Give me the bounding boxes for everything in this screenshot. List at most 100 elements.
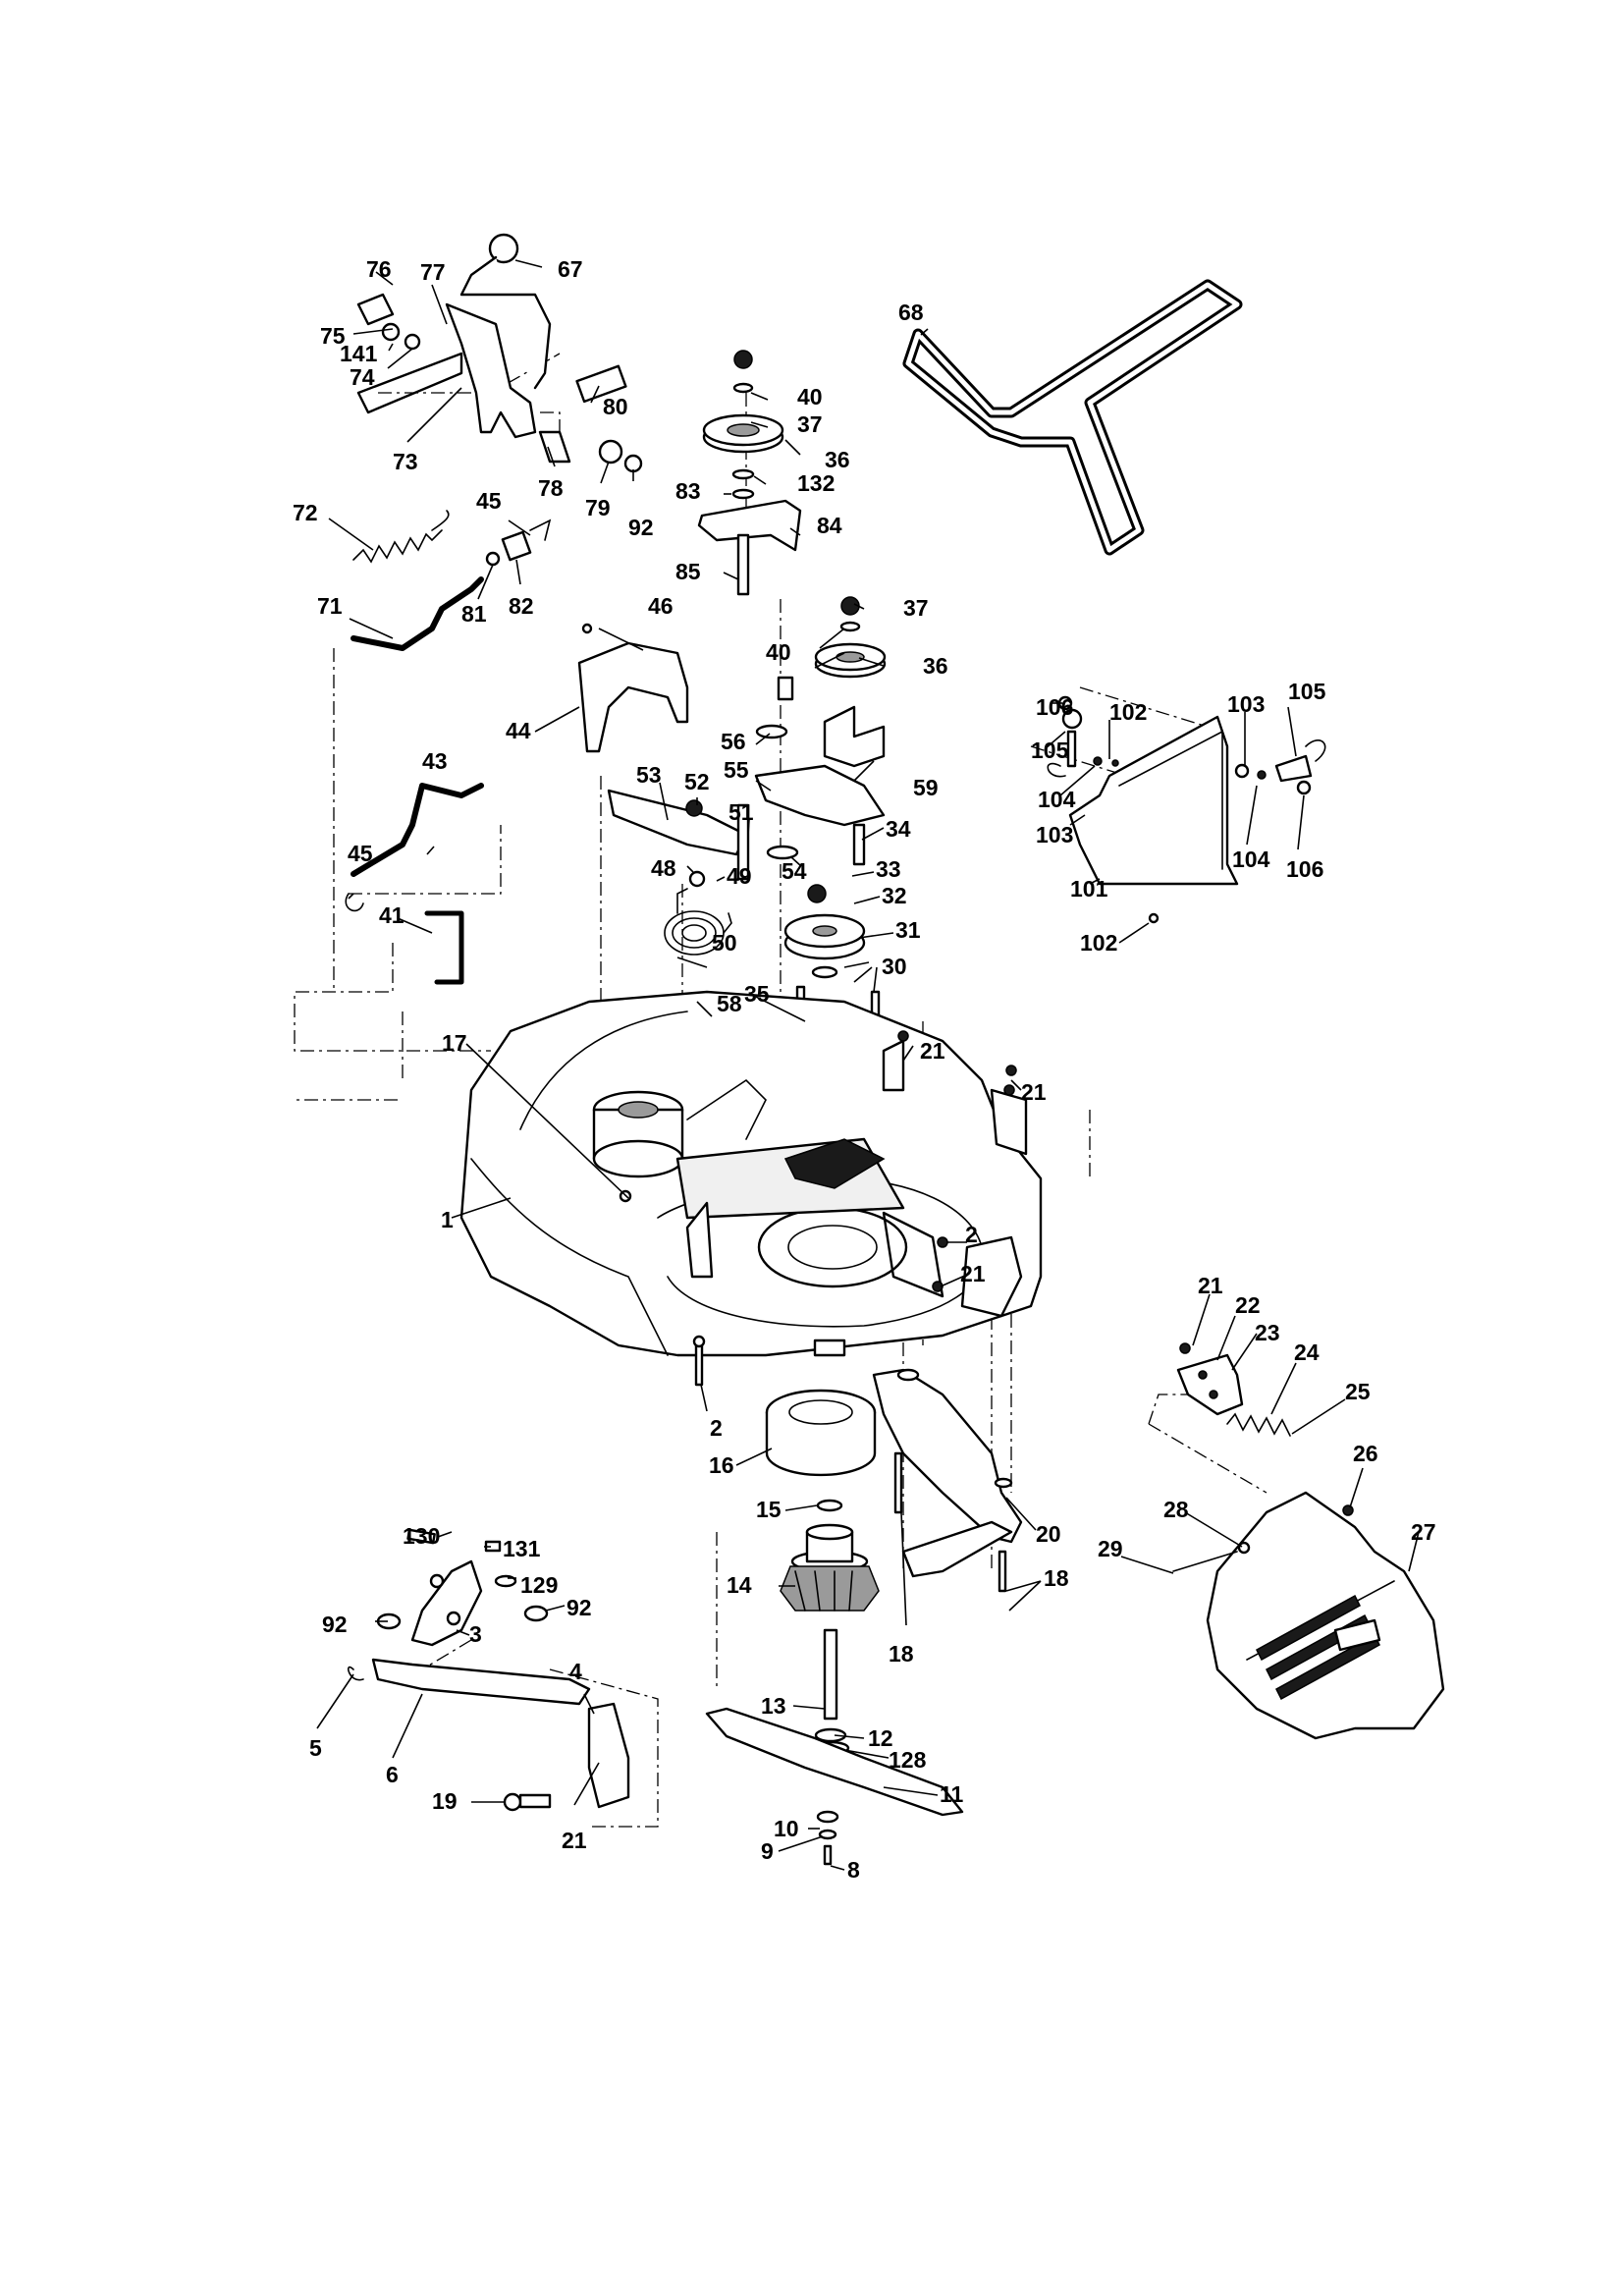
callout: 31: [895, 917, 921, 943]
callout: 33: [876, 856, 901, 882]
callout: 73: [393, 449, 418, 474]
callout: 36: [825, 447, 850, 472]
callout: 132: [797, 470, 835, 496]
callout: 2: [965, 1222, 978, 1247]
idler-pulley-2: [777, 596, 887, 768]
callout: 21: [1198, 1273, 1223, 1298]
bolt-2: [692, 1335, 706, 1387]
callout: 28: [1163, 1497, 1189, 1522]
callout: 81: [461, 601, 487, 627]
clutch-lever-assembly: [356, 233, 643, 473]
callout: 5: [309, 1735, 322, 1761]
callout: 105: [1031, 738, 1069, 763]
callout: 141: [340, 341, 378, 366]
rod-43: [345, 783, 484, 985]
callout: 18: [889, 1641, 914, 1667]
callout: 8: [847, 1857, 860, 1883]
baffle-20: [872, 1368, 1023, 1593]
callout: 21: [562, 1828, 587, 1853]
callout: 21: [960, 1261, 986, 1286]
callout: 80: [603, 394, 628, 419]
callout: 9: [761, 1838, 774, 1864]
callout: 128: [889, 1747, 927, 1773]
callout: 17: [442, 1030, 467, 1056]
callout: 27: [1411, 1519, 1436, 1545]
callout: 15: [756, 1497, 782, 1522]
callout: 74: [350, 364, 375, 390]
torsion-spring-58: [664, 888, 732, 956]
callout: 35: [744, 981, 770, 1007]
spindle-assembly: [705, 1389, 964, 1866]
callout: 37: [797, 411, 823, 437]
callout: 21: [920, 1038, 945, 1064]
callout: 103: [1036, 822, 1073, 847]
callout: 104: [1038, 787, 1076, 812]
callout: 52: [684, 769, 710, 794]
callout: 50: [712, 930, 737, 956]
callout: 51: [728, 799, 754, 825]
callout: 26: [1353, 1441, 1378, 1466]
callout: 49: [727, 863, 752, 889]
callout: 19: [432, 1788, 458, 1814]
callout: 67: [558, 256, 583, 282]
callout: 78: [538, 475, 564, 501]
callout: 21: [1021, 1079, 1047, 1105]
callout: 34: [886, 816, 911, 842]
callout: 36: [923, 653, 948, 679]
callout: 54: [782, 858, 807, 884]
callout: 20: [1036, 1521, 1061, 1547]
callout: 11: [940, 1781, 964, 1807]
deflector-101: [1047, 695, 1326, 924]
callout: 130: [403, 1523, 440, 1549]
callout: 92: [322, 1612, 348, 1637]
callout-labels: 76 77 67 75 141 74 73 80 78 79 92 72 45 …: [293, 256, 1436, 1883]
callout: 12: [868, 1725, 893, 1751]
callout: 102: [1109, 699, 1147, 725]
callout: 102: [1080, 930, 1117, 956]
callout: 75: [320, 323, 346, 349]
callout: 84: [817, 513, 842, 538]
callout: 4: [569, 1659, 582, 1684]
callout: 58: [717, 991, 742, 1016]
rod-71: [351, 576, 484, 651]
callout: 37: [903, 595, 929, 621]
callout: 23: [1255, 1320, 1280, 1345]
callout: 43: [422, 748, 448, 774]
callout: 104: [1232, 847, 1270, 872]
callout: 92: [566, 1595, 592, 1620]
spring-72: [352, 510, 450, 564]
callout: 46: [648, 593, 674, 619]
callout: 77: [420, 259, 446, 285]
callout: 131: [503, 1536, 541, 1561]
callout: 103: [1227, 691, 1265, 717]
callout: 18: [1044, 1565, 1069, 1591]
callout: 14: [727, 1572, 752, 1598]
callout: 1: [441, 1207, 454, 1232]
callout: 85: [675, 559, 701, 584]
callout: 101: [1070, 876, 1108, 902]
callout: 29: [1098, 1536, 1123, 1561]
callout: 82: [509, 593, 534, 619]
callout: 59: [913, 775, 939, 800]
callout: 129: [520, 1572, 558, 1598]
callout: 83: [675, 478, 701, 504]
callout: 71: [317, 593, 343, 619]
callout: 41: [379, 902, 404, 928]
callout: 32: [882, 883, 907, 908]
drive-belt: [902, 279, 1243, 556]
callout: 22: [1235, 1292, 1261, 1318]
callout: 6: [386, 1762, 399, 1787]
mower-deck: [459, 990, 1043, 1357]
callout: 45: [476, 488, 502, 514]
callout: 45: [348, 841, 373, 866]
callout: 106: [1036, 694, 1073, 720]
callout: 44: [506, 718, 531, 743]
callout: 92: [628, 515, 654, 540]
upper-idler-pulley: [697, 350, 802, 596]
callout: 40: [797, 384, 823, 410]
callout: 105: [1288, 679, 1326, 704]
callout: 106: [1286, 856, 1323, 882]
belt-guard-44: [577, 623, 689, 753]
callout: 68: [898, 300, 924, 325]
